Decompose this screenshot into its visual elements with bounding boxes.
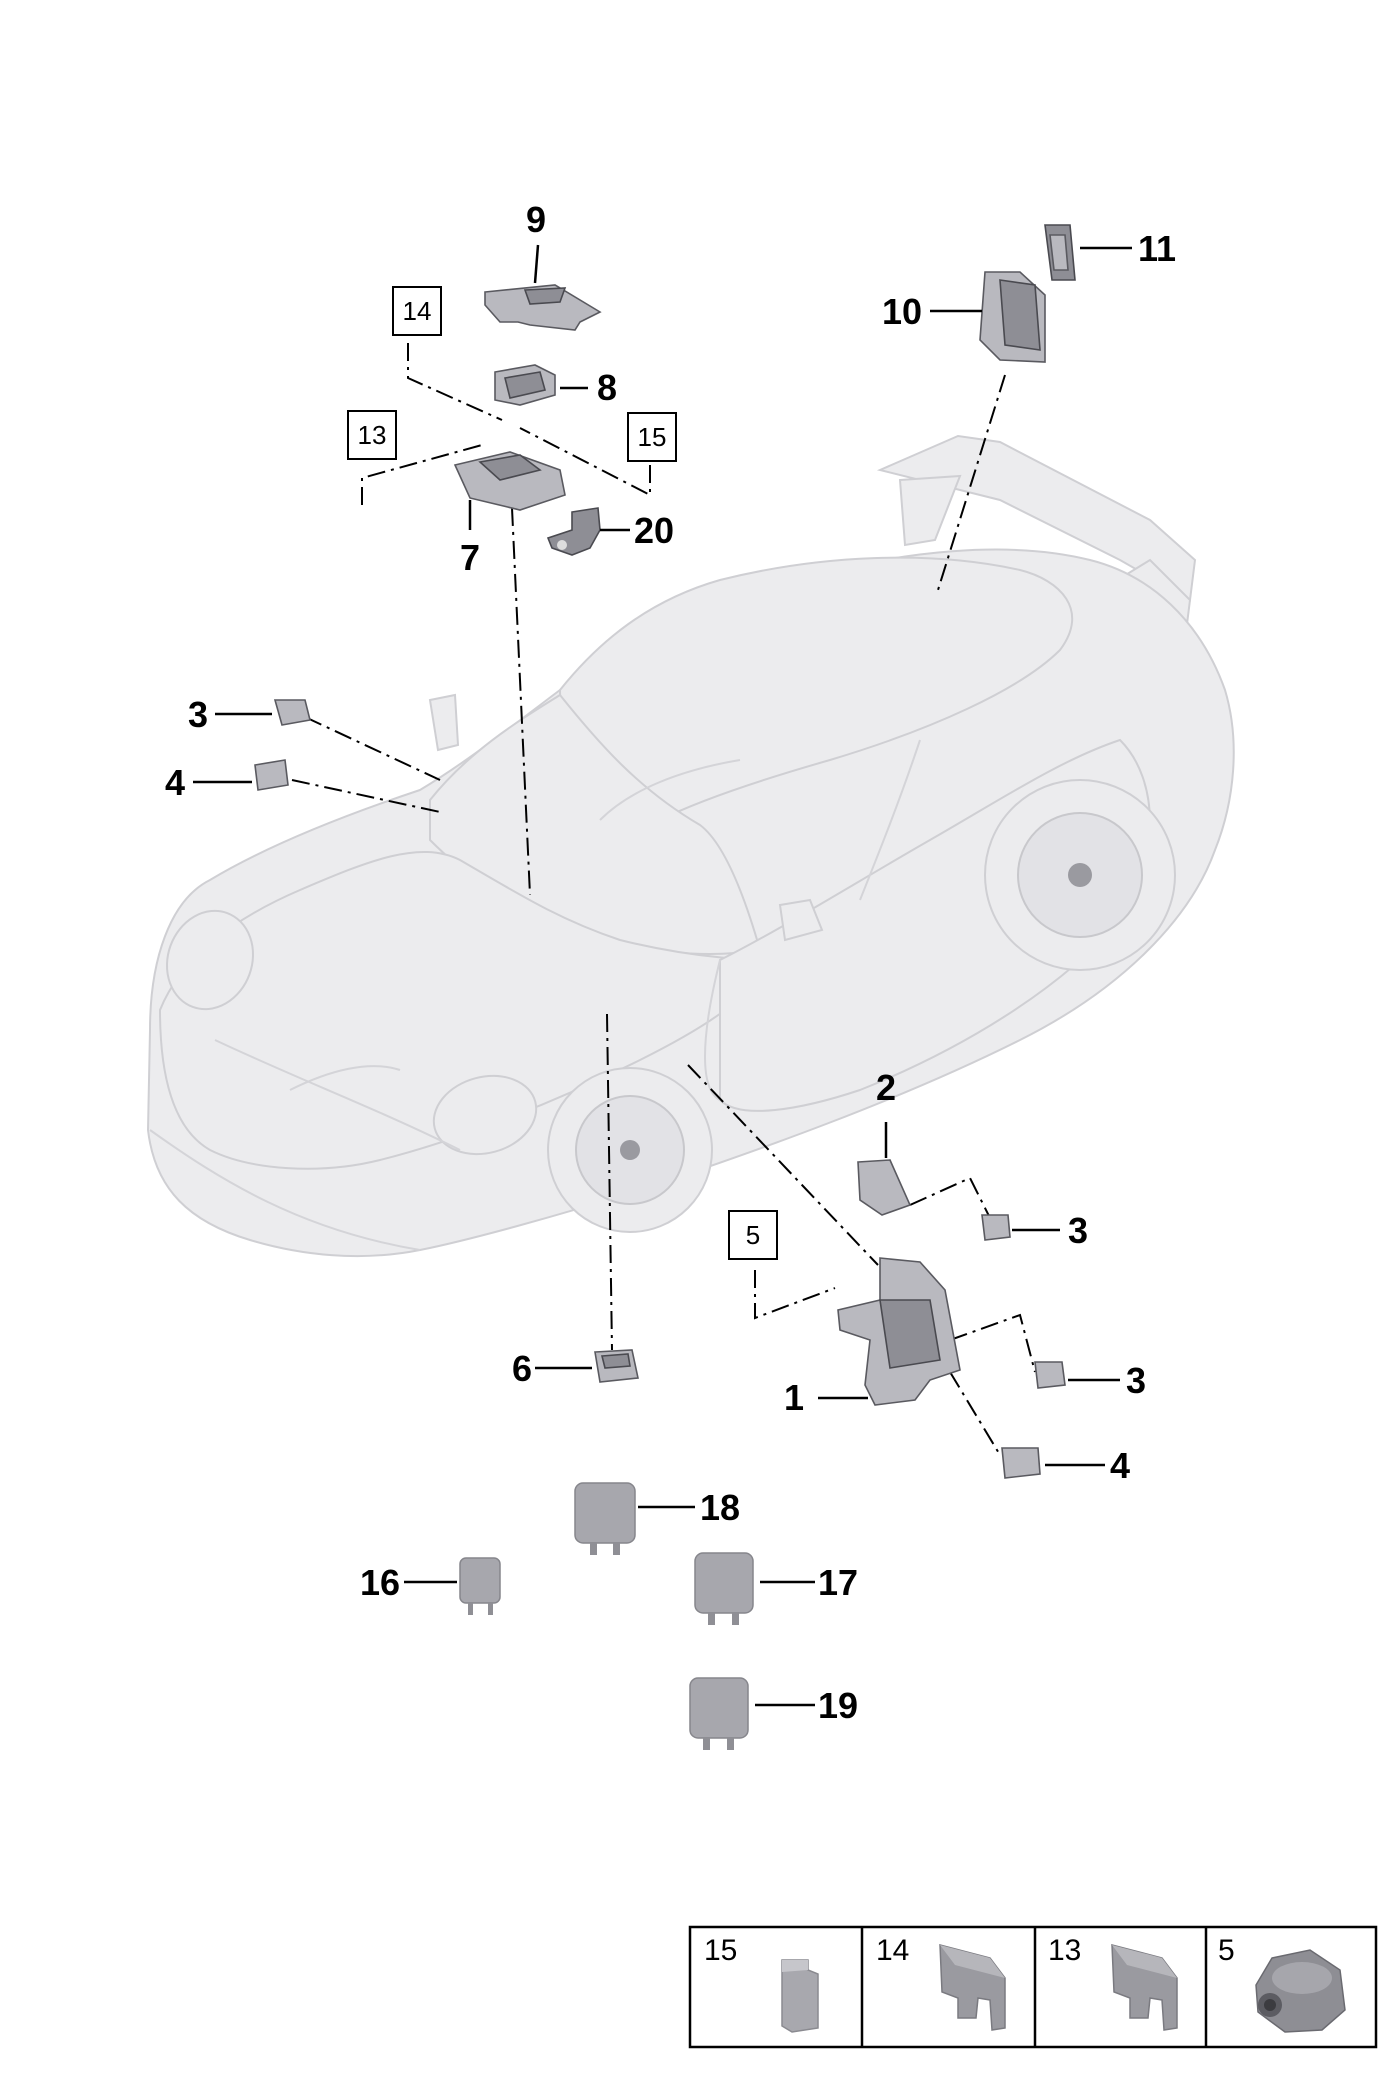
fuse-mini-icon — [781, 1959, 819, 2033]
callout-3-right-top: 3 — [1068, 1210, 1088, 1251]
callout-4-right: 4 — [1110, 1445, 1130, 1486]
legend-label-15: 15 — [704, 1934, 737, 1967]
part-1-fuse-carrier — [837, 1257, 961, 1406]
callout-3-right-bottom: 3 — [1126, 1360, 1146, 1401]
callout-6: 6 — [512, 1348, 532, 1389]
part-6-relay-box — [594, 1349, 639, 1383]
part-4-clip-b — [1001, 1447, 1041, 1479]
boxed-ref-14: 14 — [403, 296, 432, 326]
legend-cell-15: 15 — [704, 1934, 819, 2033]
part-3-connector-a — [273, 699, 311, 726]
callout-19: 19 — [818, 1685, 858, 1726]
callout-4-left: 4 — [165, 762, 185, 803]
connection-lines — [291, 343, 1036, 1456]
relay-16 — [459, 1557, 501, 1615]
boxed-references: 14 13 15 5 — [347, 286, 778, 1260]
boxed-ref-13: 13 — [358, 420, 387, 450]
relay-18 — [574, 1482, 636, 1555]
car-illustration — [146, 434, 1235, 1258]
callout-labels: 9 8 7 20 10 11 3 4 2 3 1 3 4 6 18 16 17 … — [165, 199, 1176, 1726]
nut-icon — [1255, 1949, 1346, 2033]
callout-11: 11 — [1138, 228, 1176, 269]
callout-7: 7 — [460, 537, 480, 578]
part-11-bracket — [1044, 224, 1076, 281]
legend-label-5: 5 — [1218, 1934, 1235, 1967]
callout-8: 8 — [597, 367, 617, 408]
boxed-ref-5: 5 — [746, 1220, 760, 1250]
fuse-blade-icon — [939, 1944, 1006, 2031]
callout-1: 1 — [784, 1377, 804, 1418]
legend-label-13: 13 — [1048, 1934, 1081, 1967]
boxed-ref-15: 15 — [638, 422, 667, 452]
relay-19 — [689, 1677, 749, 1750]
callout-10: 10 — [882, 291, 922, 332]
part-20-sensor — [546, 507, 601, 556]
legend-cell-14: 14 — [876, 1934, 1006, 2031]
part-3-connector-b — [981, 1214, 1011, 1241]
part-4-clip-a — [254, 759, 289, 791]
part-9-cover — [484, 284, 602, 331]
legend-cell-5: 5 — [1218, 1934, 1346, 2033]
part-10-control-unit — [979, 271, 1046, 363]
callout-18: 18 — [700, 1487, 740, 1528]
part-2-bracket — [857, 1159, 912, 1216]
callout-9: 9 — [526, 199, 546, 240]
callout-16: 16 — [360, 1562, 400, 1603]
legend-label-14: 14 — [876, 1934, 909, 1967]
fuse-blade-icon — [1111, 1944, 1178, 2031]
part-8-bracket — [494, 364, 556, 406]
legend-table: 15 14 13 5 — [688, 1925, 1378, 2049]
parts — [254, 224, 1076, 1750]
part-7-fuse-box — [453, 451, 566, 511]
callout-3-left: 3 — [188, 694, 208, 735]
legend-cell-13: 13 — [1048, 1934, 1178, 2031]
relay-17 — [694, 1552, 754, 1625]
callout-2: 2 — [876, 1067, 896, 1108]
callout-17: 17 — [818, 1562, 858, 1603]
callout-20: 20 — [634, 510, 674, 551]
leader-lines — [193, 244, 1132, 1707]
part-3-connector-c — [1034, 1361, 1066, 1389]
